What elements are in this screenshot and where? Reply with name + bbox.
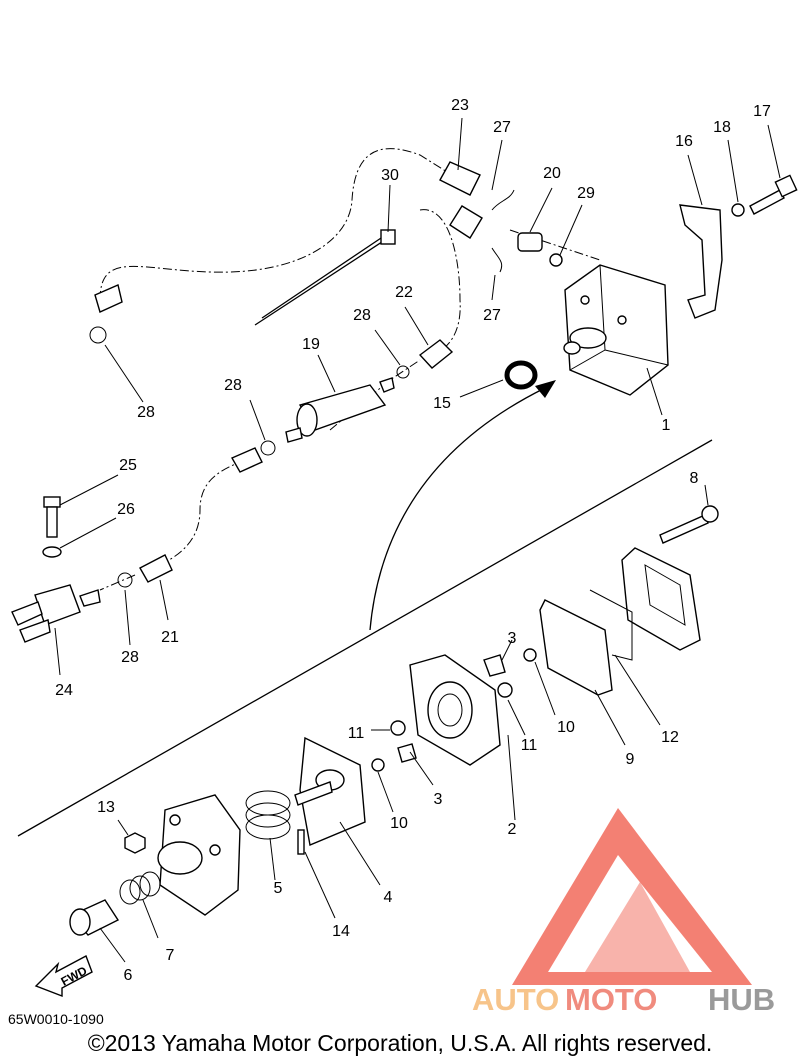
callout-30: 30 (381, 167, 399, 184)
callout-29: 29 (577, 185, 595, 202)
hose-22 (418, 339, 454, 369)
callout-26: 26 (117, 501, 135, 518)
nut-11-right (497, 682, 513, 698)
gasket-9 (539, 599, 613, 696)
copyright-notice: ©2013 Yamaha Motor Corporation, U.S.A. A… (87, 1030, 713, 1056)
callout-9: 9 (626, 751, 635, 768)
screw-10-upper (523, 648, 537, 662)
callout-28-b: 28 (353, 307, 371, 324)
callout-13: 13 (97, 799, 115, 816)
hose-21 (139, 554, 173, 583)
callout-7: 7 (166, 947, 175, 964)
hose-23 (439, 161, 483, 239)
callout-2: 2 (508, 821, 517, 838)
callout-8: 8 (690, 470, 699, 487)
cover-plate (157, 794, 241, 916)
bolt-17 (749, 189, 785, 215)
clip-27-upper (491, 189, 515, 211)
callout-28-a: 28 (137, 404, 155, 421)
callout-25: 25 (119, 457, 137, 474)
o-ring-15 (504, 360, 538, 390)
diagram-code: 65W0010-1090 (8, 1011, 104, 1027)
screw-10-lower (371, 758, 385, 772)
fuel-joint-24 (11, 584, 101, 643)
clip-29 (549, 253, 563, 267)
diaphragm-4 (294, 736, 366, 846)
clip-27-lower (491, 247, 503, 273)
callout-23: 23 (451, 97, 469, 114)
callout-22: 22 (395, 284, 413, 301)
callout-14: 14 (332, 923, 350, 940)
callout-10-lower: 10 (390, 815, 408, 832)
logo-auto: AUTO (472, 982, 559, 1017)
fwd-arrow-icon: FWD (34, 955, 93, 998)
collar-20 (517, 232, 543, 252)
washer-26 (42, 546, 62, 558)
callout-28-d: 28 (121, 649, 139, 666)
pin-14 (297, 829, 305, 855)
valve-3-lower (397, 743, 417, 763)
nut-11-left (390, 720, 406, 736)
logo-triangle-icon (512, 808, 752, 985)
fuel-filter-19 (285, 377, 395, 443)
callout-21: 21 (161, 629, 179, 646)
callout-19: 19 (302, 336, 320, 353)
callout-18: 18 (713, 119, 731, 136)
assembly-arrow (369, 387, 546, 631)
fuel-pump-1 (563, 264, 669, 396)
bracket-16 (679, 204, 723, 319)
clip-28-b (396, 365, 410, 379)
callout-1: 1 (662, 417, 671, 434)
callout-12: 12 (661, 729, 679, 746)
callout-5: 5 (274, 880, 283, 897)
callout-24: 24 (55, 682, 73, 699)
callout-3-upper: 3 (508, 630, 517, 647)
cable-tie-30 (254, 229, 396, 326)
spring-7 (119, 871, 161, 905)
callout-15: 15 (433, 395, 451, 412)
valve-3-upper (483, 654, 506, 677)
callout-27-lower: 27 (483, 307, 501, 324)
callout-17: 17 (753, 103, 771, 120)
logo-moto: MOTO (565, 982, 657, 1017)
callout-11-left: 11 (348, 725, 365, 742)
clip-28-c (260, 440, 276, 456)
callout-16: 16 (675, 133, 693, 150)
leader-lines (54, 117, 781, 963)
cover-12 (621, 547, 701, 651)
pump-body-2 (409, 654, 501, 766)
nut-13 (124, 832, 146, 854)
divider-line (17, 439, 713, 837)
callout-4: 4 (384, 889, 393, 906)
washer-18 (731, 203, 745, 217)
clip-28-d (117, 572, 133, 588)
callout-20: 20 (543, 165, 561, 182)
callout-6: 6 (124, 967, 133, 984)
spring-5 (245, 790, 291, 840)
bolt-25 (43, 496, 61, 538)
screw-8 (659, 514, 709, 544)
logo-hub: HUB (708, 982, 775, 1017)
logo-wordmark: AUTO MOTO HUB (472, 982, 775, 1017)
callout-28-c: 28 (224, 377, 242, 394)
fuel-hose-path (99, 148, 461, 301)
callout-27-upper: 27 (493, 119, 511, 136)
clip-28-a (89, 326, 107, 344)
callout-10-upper: 10 (557, 719, 575, 736)
callout-3-lower: 3 (434, 791, 443, 808)
callout-11-right: 11 (521, 737, 538, 754)
